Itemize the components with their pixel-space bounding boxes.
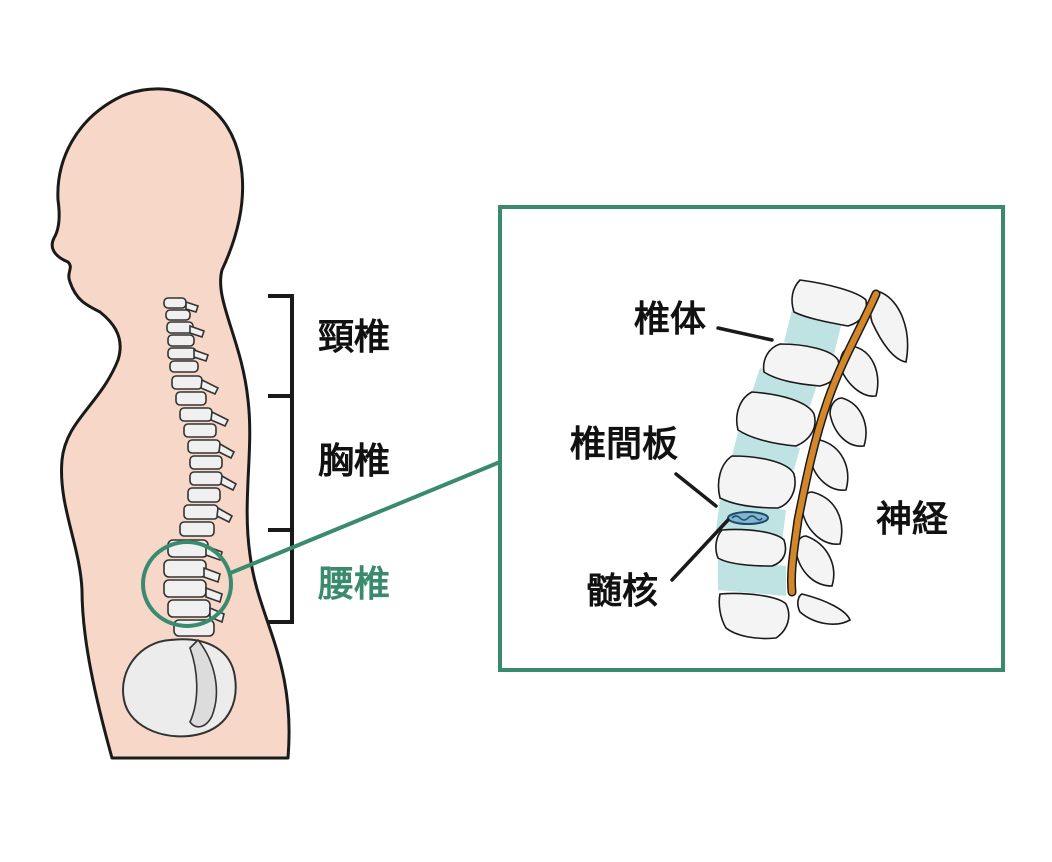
spinous-process	[797, 593, 852, 625]
vertebra	[189, 471, 223, 486]
vertebra	[715, 528, 787, 567]
vertebra	[175, 391, 207, 406]
vertebra	[163, 579, 207, 598]
spinous-process	[189, 324, 206, 339]
spinous-process	[205, 586, 223, 604]
intervertebral-discs	[716, 310, 842, 596]
vertebra	[179, 521, 215, 537]
vertebra	[167, 347, 197, 360]
label-intervertebral-disc: 椎間板	[570, 424, 679, 465]
label-thoracic-spine: 胸椎	[318, 441, 391, 482]
vertebral-bodies	[715, 279, 868, 640]
vertebra	[189, 455, 223, 470]
vertebra	[187, 487, 221, 503]
vertebra	[183, 504, 219, 520]
vertebra	[179, 407, 213, 422]
leader-lines	[670, 326, 774, 582]
spinous-process	[210, 410, 230, 428]
lumbar-highlight-circle	[141, 540, 233, 628]
sacrum	[189, 638, 218, 728]
label-lumbar-spine: 腰椎	[318, 564, 391, 605]
vertebra	[163, 559, 207, 578]
nucleus-texture	[731, 515, 763, 521]
spinous-process	[193, 348, 210, 363]
spinous-process	[220, 474, 238, 492]
vertebra	[762, 343, 840, 387]
label-cervical-spine: 頸椎	[318, 317, 391, 358]
spinal-nerve-fill	[788, 291, 879, 595]
vertebra	[718, 592, 790, 640]
spinous-process	[203, 566, 221, 584]
zoom-connector-line	[227, 460, 501, 576]
pelvis	[122, 638, 237, 738]
vertebra	[717, 455, 796, 509]
label-nucleus-pulposus: 髄核	[586, 571, 659, 612]
spinous-process	[218, 442, 236, 460]
spine-column	[163, 297, 238, 637]
vertebra	[169, 360, 199, 373]
vertebra	[167, 334, 195, 347]
vertebra	[736, 391, 816, 447]
region-bracket	[268, 294, 294, 624]
leader-intervertebral-disc	[674, 472, 718, 508]
vertebra	[167, 599, 211, 618]
spinous-process	[200, 378, 220, 396]
spinous-process	[216, 506, 234, 524]
vertebra	[166, 321, 194, 334]
spinous-process	[185, 300, 200, 313]
leader-vertebral-body	[716, 326, 774, 342]
vertebra	[171, 375, 203, 390]
vertebra	[183, 423, 217, 438]
label-vertebral-body: 椎体	[634, 299, 707, 340]
leader-nucleus	[670, 518, 730, 582]
vertebra	[165, 309, 191, 321]
spinous-process	[829, 397, 867, 447]
vertebra	[791, 279, 868, 327]
vertebra	[163, 297, 187, 309]
label-nerve: 神経	[876, 499, 949, 540]
vertebra	[187, 439, 221, 454]
